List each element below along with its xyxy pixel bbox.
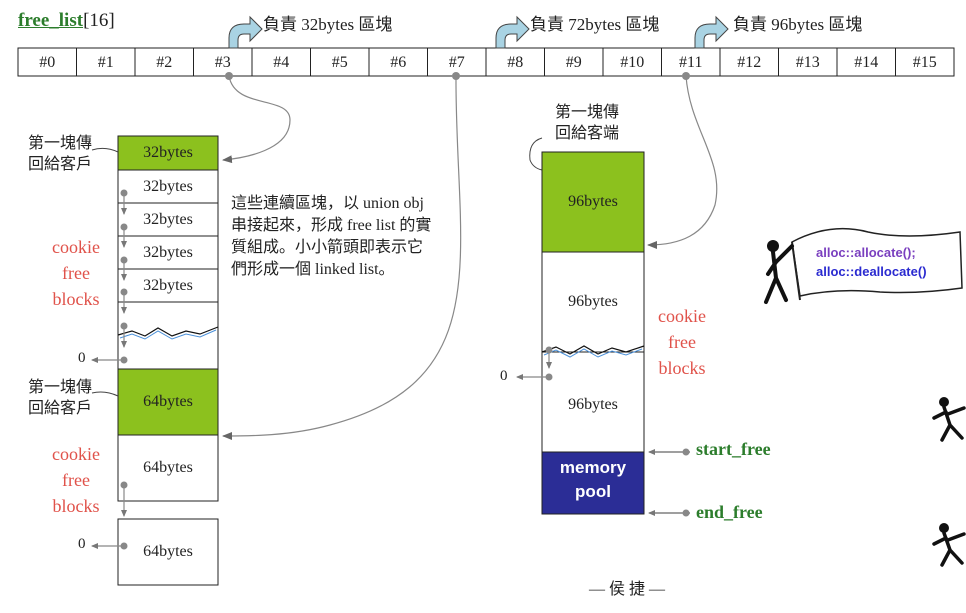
array-cell: [602, 47, 662, 77]
array-cell: [193, 47, 253, 77]
array-cell-label: #4: [273, 54, 289, 71]
array-cell: [778, 47, 838, 77]
array-cell: [544, 47, 604, 77]
array-cell-label: #13: [796, 54, 820, 71]
block32-2: 32bytes: [143, 210, 193, 228]
array-cell: [895, 47, 955, 77]
array-cell-label: #9: [566, 54, 582, 71]
block32-0: 32bytes: [143, 144, 193, 161]
author-footer: — 侯 捷 —: [589, 581, 666, 598]
array-cell: [17, 47, 77, 77]
first-block-label-top: 第一塊傳 回給客戶: [28, 135, 93, 173]
zero-left-bottom: 0: [78, 536, 86, 552]
array-cell-label: #1: [98, 54, 114, 71]
connector-11-to-96: [647, 75, 718, 249]
block32-4: 32bytes: [143, 276, 193, 294]
free-list-title: free_list[16]: [18, 10, 115, 32]
block96-0: 96bytes: [568, 193, 618, 210]
array-cell-label: #7: [449, 54, 465, 71]
array-cell-label: #5: [332, 54, 348, 71]
array-cell: [485, 47, 545, 77]
block96-1: 96bytes: [568, 293, 618, 310]
array-cell: [76, 47, 136, 77]
array-cell-label: #8: [507, 54, 523, 71]
responsible-32-arrow: [228, 15, 263, 49]
cookie-free-blocks-left-top: cookie free blocks: [52, 237, 100, 309]
block96-2: 96bytes: [568, 396, 618, 413]
array-cell-label: #11: [679, 54, 702, 71]
array-cell-label: #10: [620, 54, 644, 71]
left-column-32: [91, 135, 219, 370]
alloc-flag-text: alloc::allocate(); alloc::deallocate(): [816, 245, 927, 279]
left-column-64: [91, 368, 219, 586]
array-cell-label: #2: [156, 54, 172, 71]
edge-figure-bottom: [932, 523, 966, 567]
free-list-array: #0 #1 #2 #3 #4 #5 #6 #7 #8 #9 #10 #11 #12 #13 #14 #15: [17, 47, 955, 77]
array-cell-label: #14: [854, 54, 878, 71]
array-cell-label: #12: [737, 54, 761, 71]
cookie-free-blocks-left-bottom: cookie free blocks: [52, 444, 100, 516]
free-list-name: free_list: [18, 10, 84, 31]
responsible-96-arrow: [694, 15, 729, 49]
array-cell: [427, 47, 487, 77]
right-column-96: [516, 151, 690, 517]
stick-man-icon: [767, 240, 779, 252]
cookie-free-blocks-right: cookie free blocks: [658, 306, 706, 378]
free-list-size: [16]: [83, 10, 115, 31]
explanation-note: 這些連續區塊，以 union obj 串接起來，形成 free list 的實 …: [231, 195, 432, 278]
connector-3-to-32: [222, 75, 291, 164]
responsible-72-label: 負責 72bytes 區塊: [530, 15, 660, 34]
array-cell: [134, 47, 194, 77]
edge-figure-top: [932, 397, 966, 442]
array-cell: [310, 47, 370, 77]
array-cell: [836, 47, 896, 77]
zero-right: 0: [500, 368, 508, 384]
array-cell-label: #0: [39, 54, 55, 71]
block32-1: 32bytes: [143, 177, 193, 195]
array-cell-label: #15: [913, 54, 937, 71]
block64-2: 64bytes: [143, 543, 193, 560]
responsible-32-label: 負責 32bytes 區塊: [263, 15, 393, 34]
array-cell: [368, 47, 428, 77]
start-free-label: start_free: [696, 439, 771, 459]
zero-left-top: 0: [78, 350, 86, 366]
flag-figure: [764, 227, 963, 304]
array-cell: [251, 47, 311, 77]
connector-7-to-64: [222, 75, 462, 440]
first-block-label-right: 第一塊傳 回給客端: [555, 104, 620, 142]
block64-1: 64bytes: [143, 459, 193, 476]
first-block-label-mid: 第一塊傳 回給客戶: [28, 379, 93, 417]
responsible-72-arrow: [495, 15, 530, 49]
block64-0: 64bytes: [143, 393, 193, 410]
end-free-label: end_free: [696, 502, 763, 522]
array-cell: [719, 47, 779, 77]
block32-3: 32bytes: [143, 243, 193, 261]
responsible-96-label: 負責 96bytes 區塊: [733, 15, 863, 34]
array-cell-label: #3: [215, 54, 231, 71]
memory-pool: memory pool: [559, 458, 627, 501]
array-cell-label: #6: [390, 54, 406, 71]
